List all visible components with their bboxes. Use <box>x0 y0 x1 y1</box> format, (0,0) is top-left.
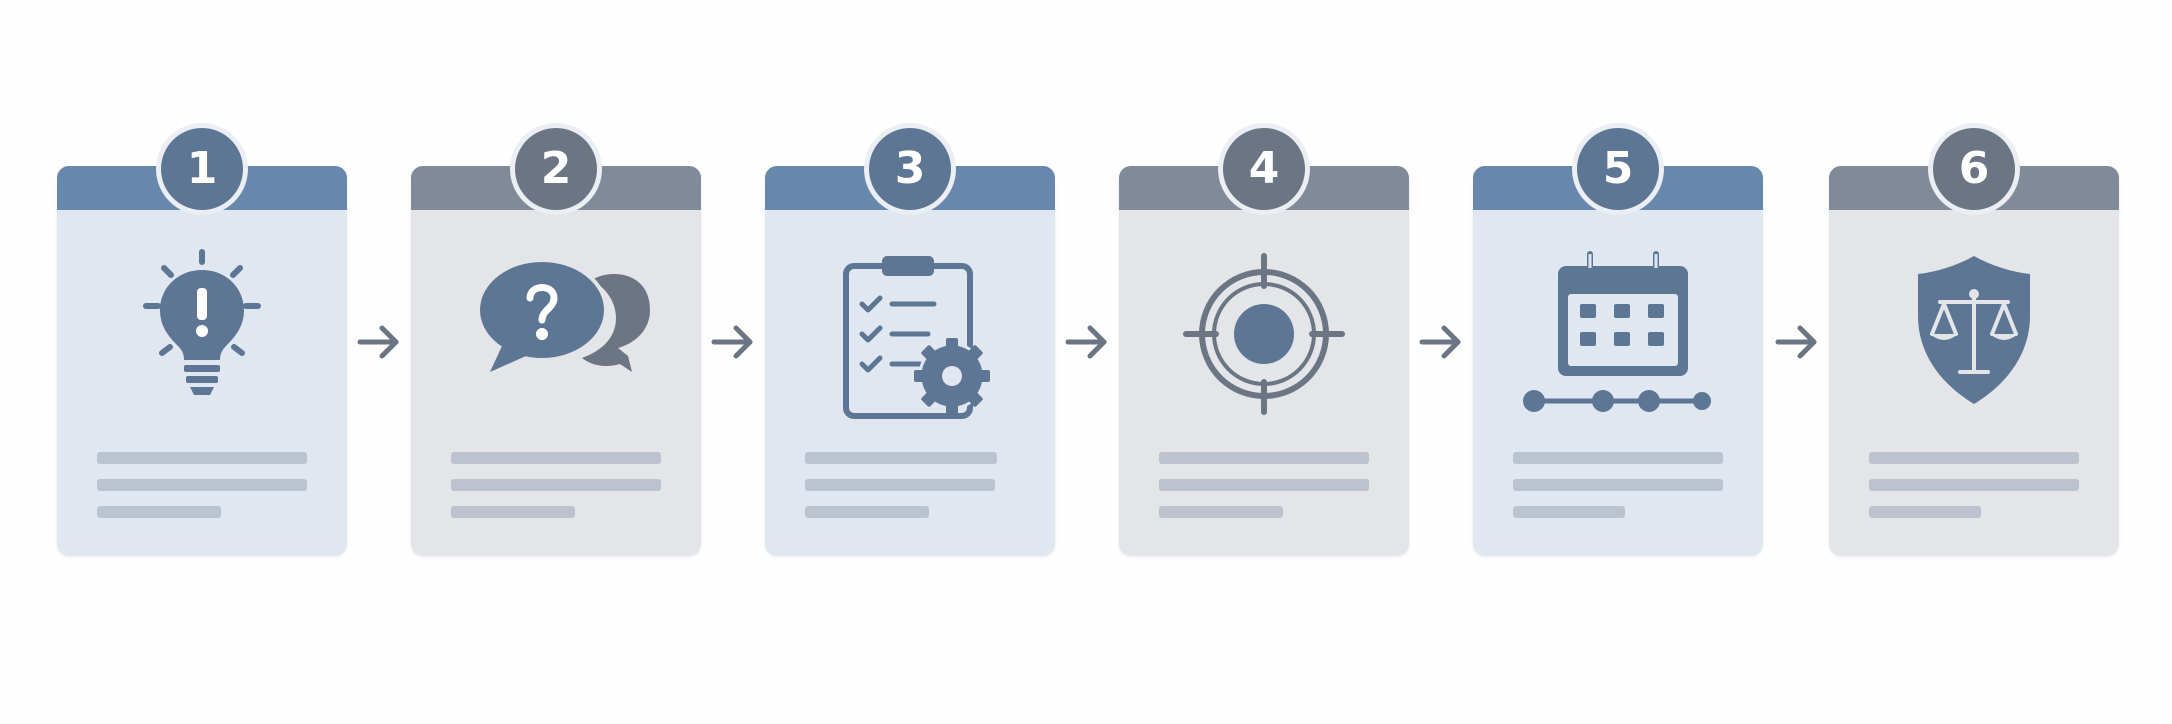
text-placeholder-line <box>805 506 929 518</box>
text-placeholder-line <box>1159 452 1369 464</box>
step-card-2 <box>411 166 701 556</box>
step-card-3 <box>765 166 1055 556</box>
step-badge-6: 6 <box>1928 123 2020 215</box>
arrow-right-icon <box>1775 325 1817 359</box>
text-placeholder-line <box>97 452 307 464</box>
step-card-6 <box>1829 166 2119 556</box>
step-badge-4: 4 <box>1218 123 1310 215</box>
text-placeholder-line <box>805 452 997 464</box>
arrow-right-icon <box>711 325 753 359</box>
text-placeholder-line <box>1869 479 2079 491</box>
text-placeholder-line <box>1159 506 1283 518</box>
text-placeholder-line <box>1513 479 1723 491</box>
text-placeholder-line <box>451 506 575 518</box>
step-badge-1: 1 <box>156 123 248 215</box>
arrow-right-icon <box>357 325 399 359</box>
text-placeholder-line <box>1869 506 1981 518</box>
text-placeholder-line <box>1869 452 2079 464</box>
step-card-1 <box>57 166 347 556</box>
lightbulb-icon <box>102 246 302 426</box>
text-placeholder-line <box>451 452 661 464</box>
text-placeholder-line <box>1513 452 1723 464</box>
text-placeholder-line <box>805 479 995 491</box>
target-icon <box>1164 246 1364 426</box>
step-number: 4 <box>1223 128 1305 210</box>
text-placeholder-line <box>1159 479 1369 491</box>
step-card-4 <box>1119 166 1409 556</box>
step-badge-5: 5 <box>1572 123 1664 215</box>
arrow-right-icon <box>1419 325 1461 359</box>
clipboard-gear-icon <box>810 246 1010 426</box>
text-placeholder-line <box>97 479 307 491</box>
shield-scales-icon <box>1874 246 2074 426</box>
step-number: 1 <box>161 128 243 210</box>
step-number: 6 <box>1933 128 2015 210</box>
step-badge-2: 2 <box>510 123 602 215</box>
chat-bubbles-icon <box>456 246 656 426</box>
arrow-right-icon <box>1065 325 1107 359</box>
text-placeholder-line <box>451 479 661 491</box>
step-number: 3 <box>869 128 951 210</box>
step-number: 2 <box>515 128 597 210</box>
text-placeholder-line <box>97 506 221 518</box>
step-card-5 <box>1473 166 1763 556</box>
text-placeholder-line <box>1513 506 1625 518</box>
step-number: 5 <box>1577 128 1659 210</box>
calendar-timeline-icon <box>1518 246 1718 426</box>
step-badge-3: 3 <box>864 123 956 215</box>
